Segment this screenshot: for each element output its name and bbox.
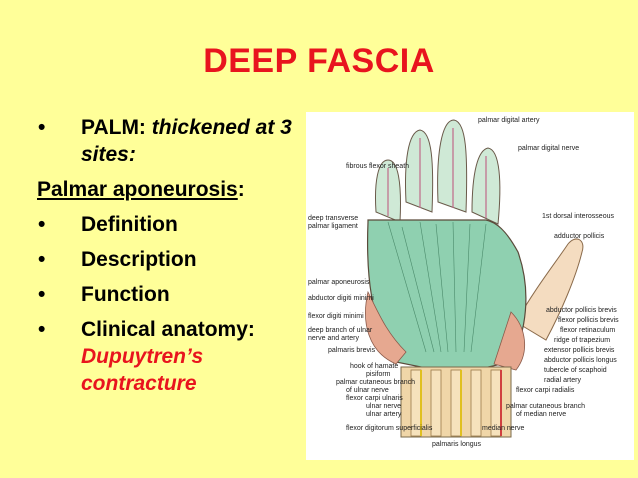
subheading-palmar-aponeurosis: Palmar aponeurosis: bbox=[37, 176, 299, 203]
label-palmar-aponeurosis: palmar aponeurosis bbox=[308, 279, 370, 286]
bullet-dot: • bbox=[38, 248, 46, 271]
label-of-ulnar-nerve: of ulnar nerve bbox=[346, 387, 389, 394]
bullet-clinical-text: Clinical anatomy: bbox=[81, 318, 255, 341]
subheading-colon: : bbox=[237, 178, 245, 201]
bullet-clinical: • Clinical anatomy: Dupuytren’s contract… bbox=[37, 316, 299, 397]
label-palmar-digital-artery: palmar digital artery bbox=[478, 117, 540, 124]
label-flexor-carpi-radialis: flexor carpi radialis bbox=[516, 387, 575, 394]
thenar-muscles-shape bbox=[493, 311, 526, 371]
label-flexor-digiti-minimi: flexor digiti minimi bbox=[308, 313, 364, 320]
aponeurosis-fibers bbox=[387, 221, 487, 353]
label-deep-transverse: deep transverse bbox=[308, 215, 358, 222]
ring-finger-shape bbox=[405, 129, 434, 213]
bullet-palm: • PALM: thickened at 3 sites: bbox=[37, 114, 299, 168]
label-palmar-cutaneous-ulnar: palmar cutaneous branch bbox=[336, 379, 415, 386]
label-flexor-pollicis-brevis: flexor pollicis brevis bbox=[558, 317, 619, 324]
label-ulnar-nerve: ulnar nerve bbox=[366, 403, 401, 410]
thumb-shape bbox=[515, 238, 584, 341]
label-1st-dorsal-interosseous: 1st dorsal interosseous bbox=[542, 213, 614, 220]
bullet-definition: • Definition bbox=[37, 211, 299, 238]
bullet-function: • Function bbox=[37, 281, 299, 308]
label-fibrous-flexor-sheath: fibrous flexor sheath bbox=[346, 163, 409, 170]
label-nerve-artery: nerve and artery bbox=[308, 335, 359, 342]
bullet-palm-rest: thickened at 3 sites: bbox=[81, 116, 292, 166]
label-pisiform: pisiform bbox=[366, 371, 391, 378]
label-abductor-pollicis-brevis: abductor pollicis brevis bbox=[546, 307, 617, 314]
subheading-text: Palmar aponeurosis bbox=[37, 178, 238, 201]
bullet-list: • PALM: thickened at 3 sites: Palmar apo… bbox=[37, 114, 299, 405]
hypothenar-muscles-shape bbox=[365, 290, 407, 365]
label-ulnar-artery: ulnar artery bbox=[366, 411, 402, 418]
label-of-median-nerve: of median nerve bbox=[516, 411, 566, 418]
slide-title: DEEP FASCIA bbox=[203, 42, 435, 80]
middle-finger-shape bbox=[437, 119, 468, 213]
bullet-dot: • bbox=[38, 318, 46, 341]
bullet-description-text: Description bbox=[81, 248, 197, 271]
label-extensor-pollicis-brevis: extensor pollicis brevis bbox=[544, 347, 615, 354]
label-flexor-carpi-ulnaris: flexor carpi ulnaris bbox=[346, 395, 403, 402]
label-ridge-of-trapezium: ridge of trapezium bbox=[554, 337, 610, 344]
label-radial-artery: radial artery bbox=[544, 377, 581, 384]
label-flexor-retinaculum: flexor retinaculum bbox=[560, 327, 615, 334]
label-palmar-ligament: palmar ligament bbox=[308, 223, 358, 230]
label-deep-branch: deep branch of ulnar bbox=[308, 327, 373, 334]
label-abductor-pollicis-longus: abductor pollicis longus bbox=[544, 357, 617, 364]
label-tubercle-of-scaphoid: tubercle of scaphoid bbox=[544, 367, 607, 374]
label-abductor-digiti-minimi: abductor digiti minimi bbox=[308, 295, 374, 302]
bullet-palm-lead: PALM: bbox=[81, 116, 146, 139]
label-hook-of-hamate: hook of hamate bbox=[350, 363, 398, 370]
hand-diagram: fibrous flexor sheath deep transverse pa… bbox=[308, 117, 619, 448]
fibrous-flexor-sheaths bbox=[387, 128, 487, 218]
label-flexor-digitorum-superficialis: flexor digitorum superficialis bbox=[346, 425, 433, 432]
dupuytren-text: Dupuytren’s bbox=[81, 345, 204, 368]
label-palmar-digital-nerve: palmar digital nerve bbox=[518, 145, 579, 152]
label-median-nerve: median nerve bbox=[482, 425, 525, 432]
bullet-function-text: Function bbox=[81, 283, 170, 306]
bullet-description: • Description bbox=[37, 246, 299, 273]
label-palmaris-longus: palmaris longus bbox=[432, 441, 482, 448]
bullet-dot: • bbox=[38, 213, 46, 236]
label-palmar-cutaneous-median: palmar cutaneous branch bbox=[506, 403, 585, 410]
palm-fascia-illustration: fibrous flexor sheath deep transverse pa… bbox=[306, 112, 634, 460]
bullet-dot: • bbox=[38, 283, 46, 306]
label-adductor-pollicis: adductor pollicis bbox=[554, 233, 605, 240]
bullet-definition-text: Definition bbox=[81, 213, 178, 236]
label-palmaris-brevis: palmaris brevis bbox=[328, 347, 376, 354]
bullet-dot: • bbox=[38, 116, 46, 139]
contracture-text: contracture bbox=[81, 372, 197, 395]
